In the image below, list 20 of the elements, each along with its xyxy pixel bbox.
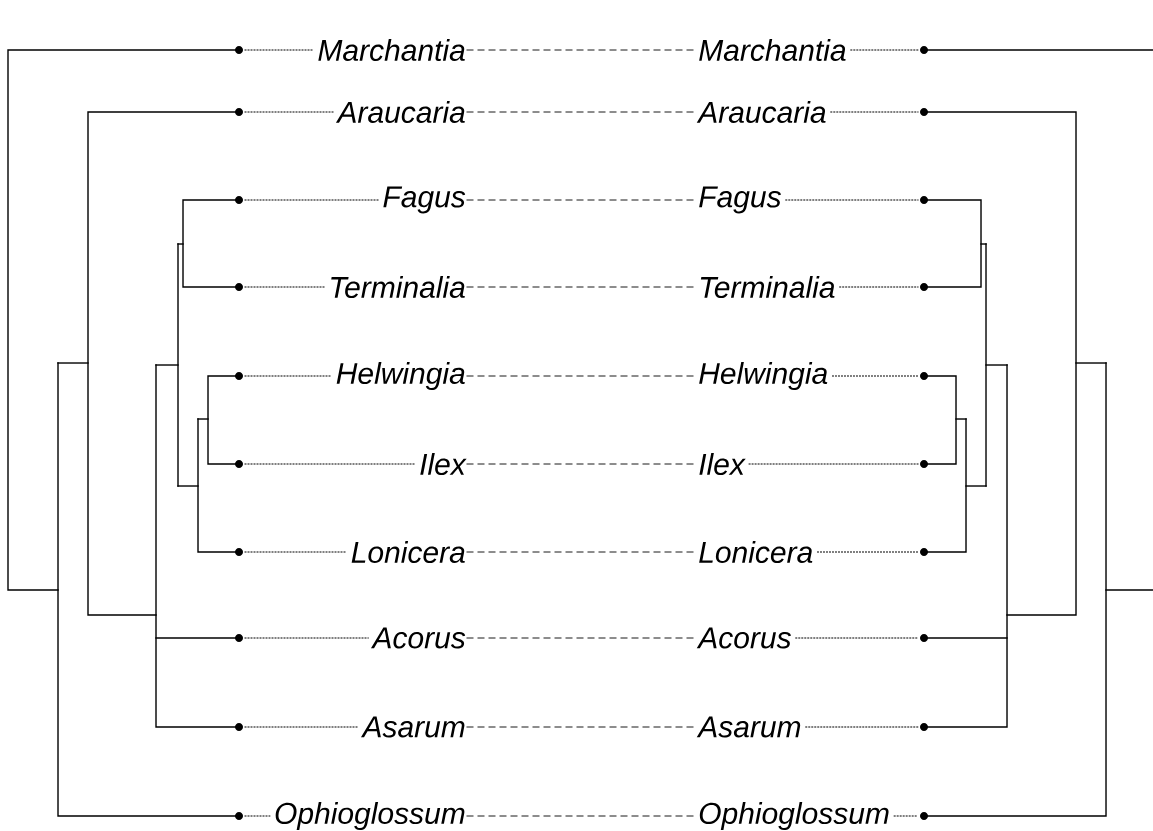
- taxon-label: Araucaria: [696, 101, 826, 124]
- taxon-label: Lonicera: [351, 541, 465, 564]
- taxon-label: Marchantia: [318, 39, 465, 62]
- taxon-label: Acorus: [370, 627, 466, 649]
- taxon-label: Marchantia: [699, 39, 846, 62]
- taxon-label: Terminalia: [700, 276, 835, 299]
- taxon-label: Araucaria: [335, 101, 465, 124]
- taxon-label: Lonicera: [699, 541, 813, 564]
- taxon-label: Ilex: [699, 453, 746, 476]
- taxon-label: Asarum: [696, 716, 801, 738]
- taxon-label: Fagus: [383, 186, 466, 214]
- taxon-label: Ophioglossum: [699, 802, 889, 830]
- taxon-label: Ophioglossum: [275, 802, 465, 830]
- taxon-label: Ilex: [420, 453, 467, 476]
- taxon-label: Acorus: [696, 627, 791, 649]
- taxon-label: Terminalia: [331, 276, 465, 299]
- taxon-label: Asarum: [360, 716, 465, 738]
- taxon-label: Helwingia: [336, 362, 465, 390]
- taxon-label: Fagus: [699, 186, 781, 214]
- taxon-label: Helwingia: [699, 362, 828, 390]
